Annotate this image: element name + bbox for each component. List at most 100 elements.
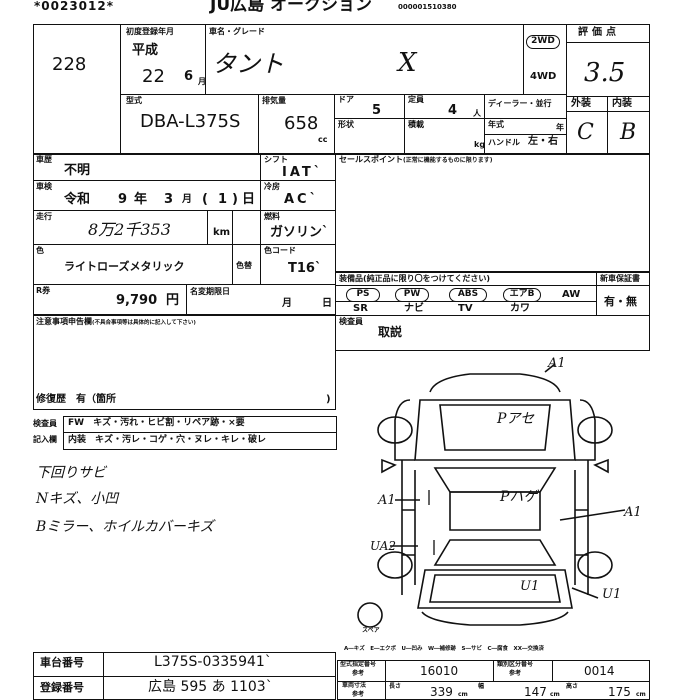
divider	[120, 24, 121, 154]
divider	[33, 244, 336, 245]
load-unit: kg	[474, 140, 486, 149]
record-box	[63, 416, 337, 450]
divider	[205, 24, 206, 94]
recycle-unit: 円	[166, 293, 180, 308]
interior-label: 内装	[612, 98, 632, 109]
length-unit: cm	[458, 691, 468, 698]
barcode-number: 000001510380	[398, 3, 457, 11]
spare-tire	[357, 602, 383, 628]
divider	[260, 154, 261, 244]
wheel-front-left	[377, 416, 413, 444]
divider	[385, 660, 386, 700]
inspector-value: 取説	[378, 325, 403, 339]
color-code-label: 色コード	[264, 246, 296, 255]
shift-label: シフト	[264, 155, 288, 164]
shaken-day-open: (	[202, 192, 208, 207]
sales-points-label: セールスポイント(正常に機能するものに限ります)	[339, 155, 493, 164]
shaken-year-unit: 年	[134, 192, 148, 207]
year-unit: 年	[556, 123, 564, 132]
exterior-label: 外装	[571, 98, 591, 109]
mark-right-side: A1	[624, 505, 642, 520]
shaken-day: 1	[218, 192, 228, 207]
divider	[33, 676, 336, 677]
divider	[596, 272, 597, 316]
color-value: ライトローズメタリック	[64, 260, 185, 273]
record-row-1: FW キズ・汚れ・ヒビ割・リペア跡・×要	[68, 418, 245, 428]
divider	[337, 681, 650, 682]
divider	[566, 24, 567, 154]
warranty-options: 有・無	[604, 295, 637, 308]
mileage-value: 8万2千353	[88, 220, 171, 239]
divider	[120, 94, 566, 95]
dimensions-label: 車両寸法	[342, 682, 367, 689]
handwritten-note-3: Bミラー、ホイルカバーキズ	[36, 519, 214, 535]
certification-value: 16010	[420, 664, 459, 678]
class-number-value: 0014	[584, 664, 615, 678]
divider	[334, 118, 566, 119]
repair-label: 修復歴 有（箇所	[36, 394, 116, 405]
shaken-month-unit: 月	[182, 194, 192, 205]
length-value: 339	[430, 685, 453, 699]
registration-year: 22	[142, 66, 165, 87]
recycle-date-label: 名変期限日	[190, 287, 230, 296]
shaken-month: 3	[164, 192, 174, 207]
rear-window	[433, 539, 557, 566]
body-type-label: 形状	[338, 120, 354, 129]
notes-block	[33, 315, 336, 410]
mileage-unit: km	[213, 227, 231, 238]
divider	[607, 96, 608, 154]
divider	[523, 24, 524, 94]
aircon-value: AC`	[284, 192, 320, 207]
exterior-grade: C	[577, 120, 594, 145]
divider	[260, 244, 261, 284]
divider	[33, 210, 336, 211]
rear-trunk	[417, 569, 573, 609]
divider	[566, 111, 650, 112]
equip-sr: SR	[353, 303, 368, 314]
divider	[232, 210, 233, 244]
shift-value: IAT`	[282, 165, 324, 180]
divider	[186, 284, 187, 315]
car-name-label: 車名・グレード	[209, 27, 265, 36]
divider	[552, 660, 553, 681]
handle-options: 左・右	[528, 136, 558, 147]
equipment-label: 装備品(純正品に限り〇をつけてください)	[339, 274, 491, 283]
mark-rear-hatch: U1	[520, 579, 540, 594]
dimensions-sub: 参考	[352, 691, 365, 698]
equip-aw: AW	[562, 289, 581, 300]
mark-front-bumper: A1	[548, 356, 566, 371]
recycle-month-unit: 月	[282, 298, 292, 309]
wheel-rear-left	[377, 551, 413, 579]
divider	[566, 42, 650, 43]
model-label: 型式	[126, 96, 142, 105]
drive-4wd: 4WD	[530, 71, 557, 82]
height-label: 高さ	[566, 683, 579, 690]
handwritten-note-1: 下回りサビ	[36, 465, 106, 481]
plate-value: 広島 595 あ 1103`	[148, 679, 273, 695]
width-value: 147	[524, 685, 547, 699]
rear-bumper	[421, 611, 569, 626]
record-row-2: 内装 キズ・汚レ・コゲ・穴・ヌレ・キレ・破レ	[68, 435, 267, 445]
registration-era: 平成	[132, 43, 159, 58]
width-label: 幅	[478, 683, 485, 690]
divider	[232, 244, 233, 284]
height-value: 175	[608, 685, 631, 699]
divider	[484, 94, 485, 154]
load-label: 積載	[408, 120, 424, 129]
record-entry-label: 記入欄	[33, 435, 57, 444]
mark-left-front-door: A1	[378, 493, 396, 508]
car-grade: X	[398, 48, 417, 78]
divider	[335, 285, 650, 286]
history-label: 車歴	[36, 155, 52, 164]
mark-roof: Pハゲ	[500, 489, 538, 505]
car-damage-diagram	[357, 363, 626, 628]
spare-label: スペア	[362, 627, 380, 634]
recycle-value: 9,790	[116, 293, 158, 308]
mark-right-rear: U1	[602, 587, 622, 602]
registration-label: 初度登録年月	[126, 27, 174, 36]
equip-abs: ABS	[449, 288, 487, 302]
car-name: タント	[212, 50, 284, 78]
divider	[335, 301, 596, 302]
mileage-label: 走行	[36, 212, 52, 221]
divider	[63, 432, 337, 433]
